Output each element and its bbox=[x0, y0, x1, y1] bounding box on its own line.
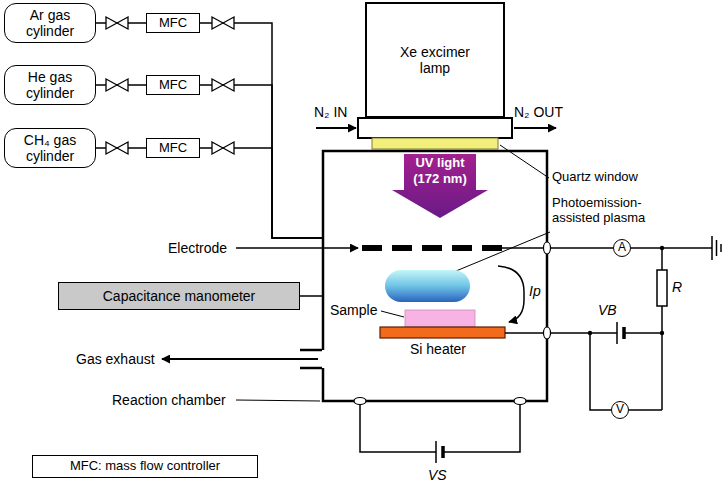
part-label: Si heater bbox=[410, 341, 466, 357]
meter-circle-text: A bbox=[618, 241, 626, 255]
gas-cylinder: CH₄ gas cylinder bbox=[4, 128, 96, 168]
gas-port-label: N₂ IN bbox=[314, 104, 347, 120]
current-arrow bbox=[498, 266, 524, 322]
meter-circle: A bbox=[613, 239, 631, 257]
wire bbox=[661, 248, 663, 270]
part-label: Quartz window bbox=[552, 170, 638, 185]
voltage-symbol: VS bbox=[428, 467, 447, 483]
gas-flow-arrow bbox=[162, 358, 318, 360]
part-label: Sample bbox=[330, 302, 377, 318]
wire bbox=[629, 409, 662, 411]
valve-symbol bbox=[106, 142, 128, 154]
excimer-lamp-text: Xe excimer lamp bbox=[391, 44, 479, 76]
gas-cylinder-text: He gas cylinder bbox=[9, 69, 91, 101]
resistor-label: R bbox=[672, 279, 682, 295]
gas-flow-arrow bbox=[316, 127, 356, 129]
reaction-chamber-text: Reaction chamber bbox=[112, 392, 226, 408]
mass-flow-controller: MFC bbox=[146, 138, 200, 158]
leader-arrow bbox=[236, 247, 358, 249]
uv-light-arrow-text: UV light (172 nm) bbox=[404, 155, 476, 186]
mass-flow-controller-text: MFC bbox=[159, 78, 187, 93]
valve-symbol bbox=[106, 79, 128, 91]
ground-symbol bbox=[720, 244, 722, 252]
quartz-window bbox=[372, 138, 498, 149]
plasma-glow bbox=[385, 270, 470, 302]
wire bbox=[505, 332, 617, 334]
electrode-segment bbox=[482, 245, 502, 251]
gas-line bbox=[200, 85, 322, 238]
gas-cylinder-text: CH₄ gas cylinder bbox=[9, 132, 91, 164]
wire bbox=[502, 247, 613, 249]
valve-symbol bbox=[212, 142, 234, 154]
electrode-segment bbox=[362, 245, 382, 251]
reaction-chamber: Reaction chamberUV light (172 nm) bbox=[322, 150, 548, 402]
mass-flow-controller: MFC bbox=[146, 13, 200, 33]
part-label: Electrode bbox=[168, 240, 227, 256]
feedthrough bbox=[544, 327, 551, 339]
chamber-wall bbox=[323, 151, 547, 401]
resistor-symbol bbox=[657, 270, 667, 306]
wire bbox=[624, 332, 662, 334]
wire bbox=[360, 401, 436, 452]
junction-dot bbox=[588, 331, 592, 335]
lamp-flange bbox=[358, 118, 512, 138]
block-arrow bbox=[392, 154, 488, 218]
wire bbox=[661, 306, 663, 410]
wire bbox=[443, 401, 520, 452]
exhaust-port bbox=[300, 349, 322, 352]
wire bbox=[590, 333, 611, 410]
leader-line bbox=[381, 311, 404, 317]
exhaust-port bbox=[300, 367, 322, 370]
heater-plate bbox=[380, 327, 505, 338]
meter-circle-text: V bbox=[616, 403, 624, 417]
electrode-segment bbox=[422, 245, 442, 251]
excimer-lamp: Xe excimer lamp bbox=[365, 2, 505, 118]
feedthrough bbox=[514, 398, 526, 405]
feedthrough bbox=[354, 398, 366, 405]
gas-flow-arrow bbox=[514, 127, 556, 129]
ground-symbol bbox=[711, 236, 713, 260]
gas-line bbox=[200, 148, 322, 238]
leader-line bbox=[456, 232, 550, 271]
mass-flow-controller: MFC bbox=[146, 75, 200, 95]
note-box: MFC: mass flow controller bbox=[32, 455, 258, 478]
mass-flow-controller-text: MFC bbox=[159, 16, 187, 31]
uv-light-arrow: UV light (172 nm) bbox=[392, 154, 488, 218]
pressure-gauge-box: Capacitance manometer bbox=[58, 282, 300, 310]
meter-circle: V bbox=[611, 401, 629, 419]
junction-dot bbox=[660, 331, 664, 335]
part-label: Photoemission-assisted plasma bbox=[552, 196, 674, 226]
sample-plate bbox=[405, 310, 475, 327]
pressure-gauge-box-text: Capacitance manometer bbox=[103, 288, 256, 304]
gas-port-label: N₂ OUT bbox=[514, 104, 563, 120]
gas-line bbox=[300, 295, 322, 297]
battery-plate bbox=[435, 441, 437, 463]
wire bbox=[631, 247, 712, 249]
gas-cylinder: Ar gas cylinder bbox=[4, 3, 96, 43]
current-symbol: Ip bbox=[529, 283, 541, 299]
valve-symbol bbox=[212, 79, 234, 91]
ground-symbol bbox=[716, 240, 718, 256]
valve-symbol bbox=[106, 17, 128, 29]
battery-plate bbox=[616, 322, 618, 344]
junction-dot bbox=[660, 246, 664, 250]
part-label: Gas exhaust bbox=[76, 351, 155, 367]
valve-symbol bbox=[212, 17, 234, 29]
gas-line bbox=[200, 23, 322, 238]
electrode-segment bbox=[452, 245, 472, 251]
voltage-symbol: VB bbox=[598, 302, 617, 318]
feedthrough bbox=[544, 242, 551, 254]
leader-line bbox=[236, 400, 320, 401]
gas-cylinder: He gas cylinder bbox=[4, 65, 96, 105]
gas-cylinder-text: Ar gas cylinder bbox=[9, 7, 91, 39]
note-box-text: MFC: mass flow controller bbox=[70, 459, 220, 474]
electrode-segment bbox=[392, 245, 412, 251]
mass-flow-controller-text: MFC bbox=[159, 141, 187, 156]
